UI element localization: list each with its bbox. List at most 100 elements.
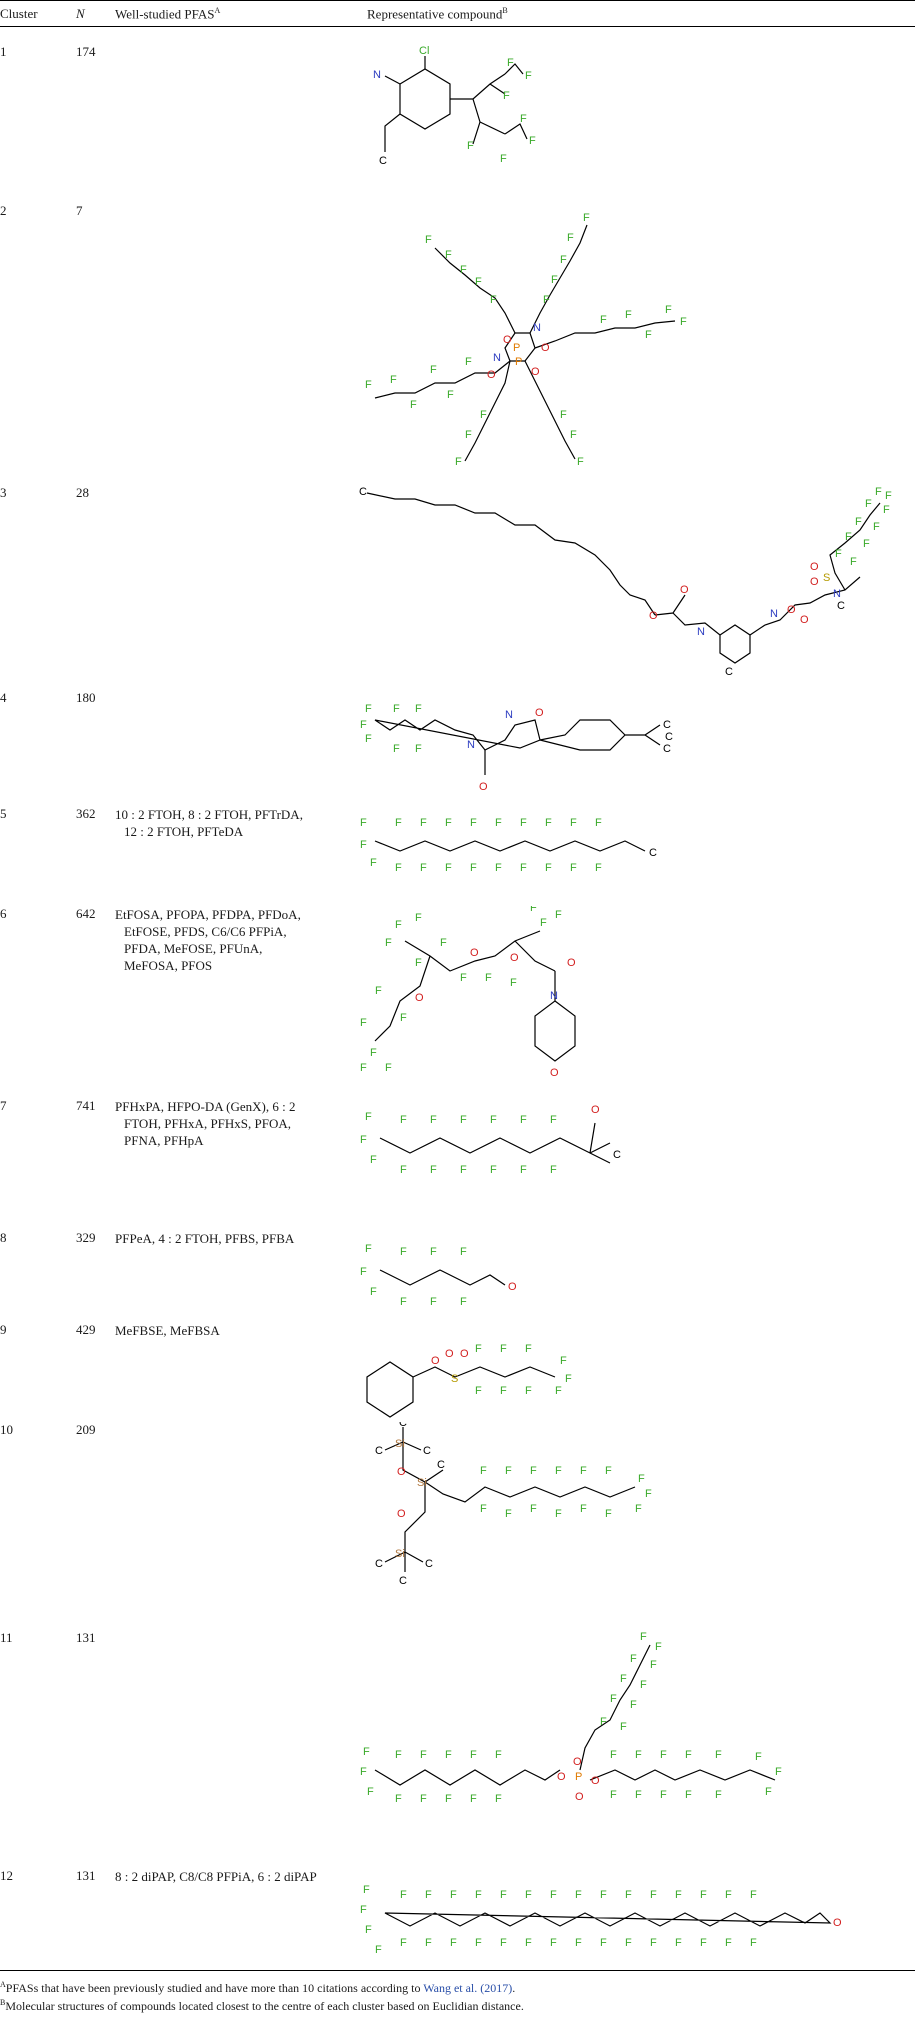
svg-text:F: F (395, 862, 402, 874)
svg-text:F: F (445, 1793, 452, 1805)
svg-text:F: F (420, 817, 427, 829)
svg-text:F: F (507, 57, 514, 69)
svg-text:O: O (470, 947, 479, 959)
svg-text:O: O (445, 1348, 454, 1360)
cluster-count: 741 (76, 1098, 96, 1113)
svg-text:F: F (400, 1012, 407, 1024)
svg-text:F: F (525, 1889, 532, 1901)
well-studied-pfas: EtFOSA, PFOPA, PFDPA, PFDoA, EtFOSE, PFD… (115, 906, 345, 974)
svg-text:F: F (520, 113, 527, 125)
svg-text:F: F (480, 1503, 487, 1515)
structure-cluster-5: F F F F F F F F F F F F F F F F F F F F … (355, 806, 695, 895)
svg-text:F: F (580, 1465, 587, 1477)
svg-text:F: F (625, 309, 632, 321)
svg-text:Si: Si (417, 1477, 427, 1489)
svg-text:F: F (635, 1503, 642, 1515)
header-compound-label: Representative compound (367, 6, 503, 22)
cluster-number: 5 (0, 806, 7, 821)
svg-text:F: F (625, 1889, 632, 1901)
cluster-number: 8 (0, 1230, 7, 1245)
svg-text:F: F (620, 1721, 627, 1733)
svg-text:F: F (650, 1937, 657, 1949)
svg-text:F: F (640, 1679, 647, 1691)
cluster-number: 2 (0, 203, 7, 218)
svg-text:F: F (447, 389, 454, 401)
svg-text:O: O (508, 1281, 517, 1293)
footnote-a-end: . (512, 1981, 516, 1995)
cluster-count: 429 (76, 1322, 96, 1337)
well-studied-pfas: 8 : 2 diPAP, C8/C8 PFPiA, 6 : 2 diPAP (115, 1868, 345, 1885)
svg-text:F: F (445, 1749, 452, 1761)
structure-cluster-10: C C Si C O C Si O Si C C C F F F F F F F… (355, 1417, 705, 1606)
svg-text:C: C (649, 847, 657, 859)
svg-text:F: F (420, 862, 427, 874)
svg-text:F: F (370, 857, 377, 869)
svg-text:P: P (515, 356, 522, 368)
svg-text:F: F (475, 1889, 482, 1901)
svg-text:F: F (551, 274, 558, 286)
svg-text:N: N (833, 588, 841, 600)
well-studied-pfas: PFPeA, 4 : 2 FTOH, PFBS, PFBA (115, 1230, 345, 1247)
svg-text:F: F (560, 1355, 567, 1367)
svg-text:F: F (430, 1246, 437, 1258)
citation-link[interactable]: Wang et al. (2017) (423, 1981, 513, 1995)
pfas-line: 8 : 2 diPAP, C8/C8 PFPiA, 6 : 2 diPAP (115, 1869, 317, 1884)
svg-text:F: F (480, 409, 487, 421)
svg-text:F: F (370, 1047, 377, 1059)
svg-text:F: F (600, 1889, 607, 1901)
svg-text:F: F (605, 1508, 612, 1520)
svg-text:F: F (560, 409, 567, 421)
svg-text:F: F (565, 1373, 572, 1385)
svg-text:F: F (430, 1164, 437, 1176)
svg-text:F: F (500, 1937, 507, 1949)
svg-text:O: O (810, 561, 819, 573)
svg-text:F: F (400, 1937, 407, 1949)
svg-text:C: C (665, 731, 673, 743)
svg-text:O: O (431, 1355, 440, 1367)
svg-text:F: F (520, 862, 527, 874)
pfas-line: PFPeA, 4 : 2 FTOH, PFBS, PFBA (115, 1231, 295, 1246)
svg-text:F: F (495, 862, 502, 874)
svg-text:F: F (700, 1889, 707, 1901)
pfas-line: MeFBSE, MeFBSA (115, 1323, 220, 1338)
svg-text:F: F (500, 1889, 507, 1901)
svg-text:F: F (430, 364, 437, 376)
svg-text:F: F (545, 817, 552, 829)
cluster-count: 131 (76, 1868, 96, 1883)
svg-text:F: F (550, 1114, 557, 1126)
cluster-count: 362 (76, 806, 96, 821)
svg-text:F: F (430, 1114, 437, 1126)
svg-text:F: F (360, 719, 367, 731)
svg-text:O: O (541, 342, 550, 354)
svg-text:Cl: Cl (419, 45, 429, 57)
svg-text:F: F (650, 1889, 657, 1901)
svg-text:F: F (395, 919, 402, 931)
svg-text:O: O (397, 1508, 406, 1520)
svg-text:F: F (360, 1062, 367, 1074)
svg-text:F: F (363, 1746, 370, 1758)
svg-text:N: N (770, 608, 778, 620)
svg-text:F: F (845, 531, 852, 543)
svg-text:F: F (583, 212, 590, 224)
header-n: N (76, 6, 85, 21)
pfas-line: 12 : 2 FTOH, PFTeDA (124, 824, 244, 839)
structure-cluster-6: F F F F F O F F O F F F F O O F F F F F … (355, 902, 615, 1105)
svg-text:F: F (375, 1944, 382, 1956)
cluster-number: 9 (0, 1322, 7, 1337)
svg-text:O: O (591, 1104, 600, 1116)
svg-text:F: F (577, 456, 584, 468)
cluster-number: 12 (0, 1868, 13, 1883)
svg-text:C: C (663, 743, 671, 755)
svg-text:F: F (540, 917, 547, 929)
svg-text:F: F (495, 817, 502, 829)
structure-cluster-11: F F F F F F F F F F F F F O P O O O F F … (355, 1630, 795, 1834)
top-rule (0, 0, 915, 1)
svg-text:F: F (725, 1937, 732, 1949)
svg-text:F: F (445, 862, 452, 874)
svg-text:C: C (425, 1558, 433, 1570)
svg-text:F: F (570, 429, 577, 441)
svg-text:F: F (605, 1465, 612, 1477)
svg-text:F: F (505, 1508, 512, 1520)
svg-text:F: F (525, 70, 532, 82)
pfas-line: MeFOSA, PFOS (124, 958, 213, 973)
